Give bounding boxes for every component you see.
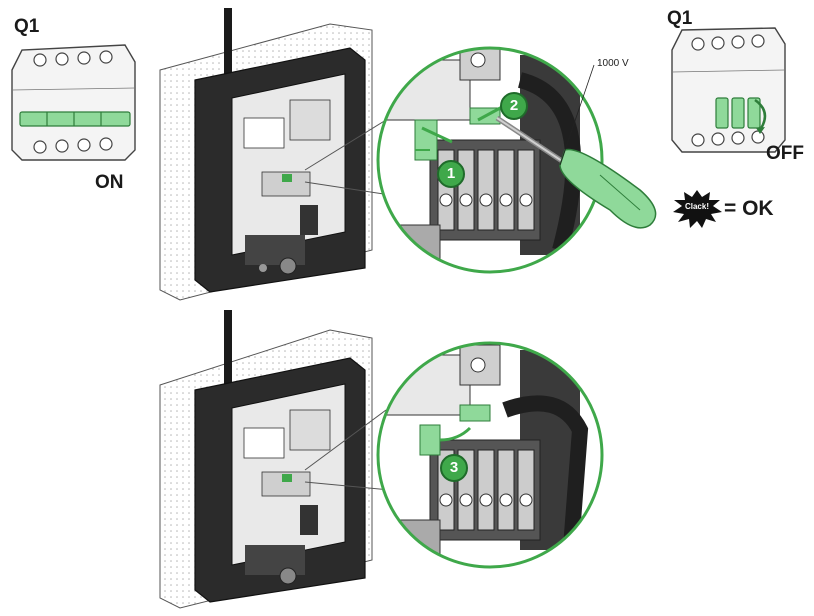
screwdriver-icon — [495, 115, 657, 229]
breaker-label-left: Q1 — [14, 16, 40, 37]
circuit-breaker-on-icon — [11, 44, 136, 161]
zoom-circle-bottom — [376, 341, 604, 569]
breaker-label-right: Q1 — [667, 8, 693, 29]
circuit-breaker-off-icon — [671, 27, 786, 153]
clack-burst-icon — [673, 190, 722, 228]
terminal-block-bottom-icon — [378, 343, 602, 567]
voltage-label: 1000 V — [597, 58, 629, 69]
zoom-connector-bottom — [304, 409, 391, 491]
voltage-leader — [559, 64, 595, 166]
step-marker-2: 2 — [500, 92, 528, 120]
ok-label: = OK — [724, 197, 774, 220]
step-marker-1: 1 — [437, 160, 465, 188]
zoom-connector-top — [304, 119, 391, 196]
step-marker-3: 3 — [440, 454, 468, 482]
ev-charger-enclosure-bottom-icon — [159, 310, 373, 609]
zoom-circle-top — [376, 46, 604, 274]
ev-charger-enclosure-icon — [159, 8, 373, 301]
clack-text: Clack! — [684, 202, 709, 211]
off-state-label: OFF — [766, 143, 804, 164]
on-state-label: ON — [95, 172, 124, 193]
